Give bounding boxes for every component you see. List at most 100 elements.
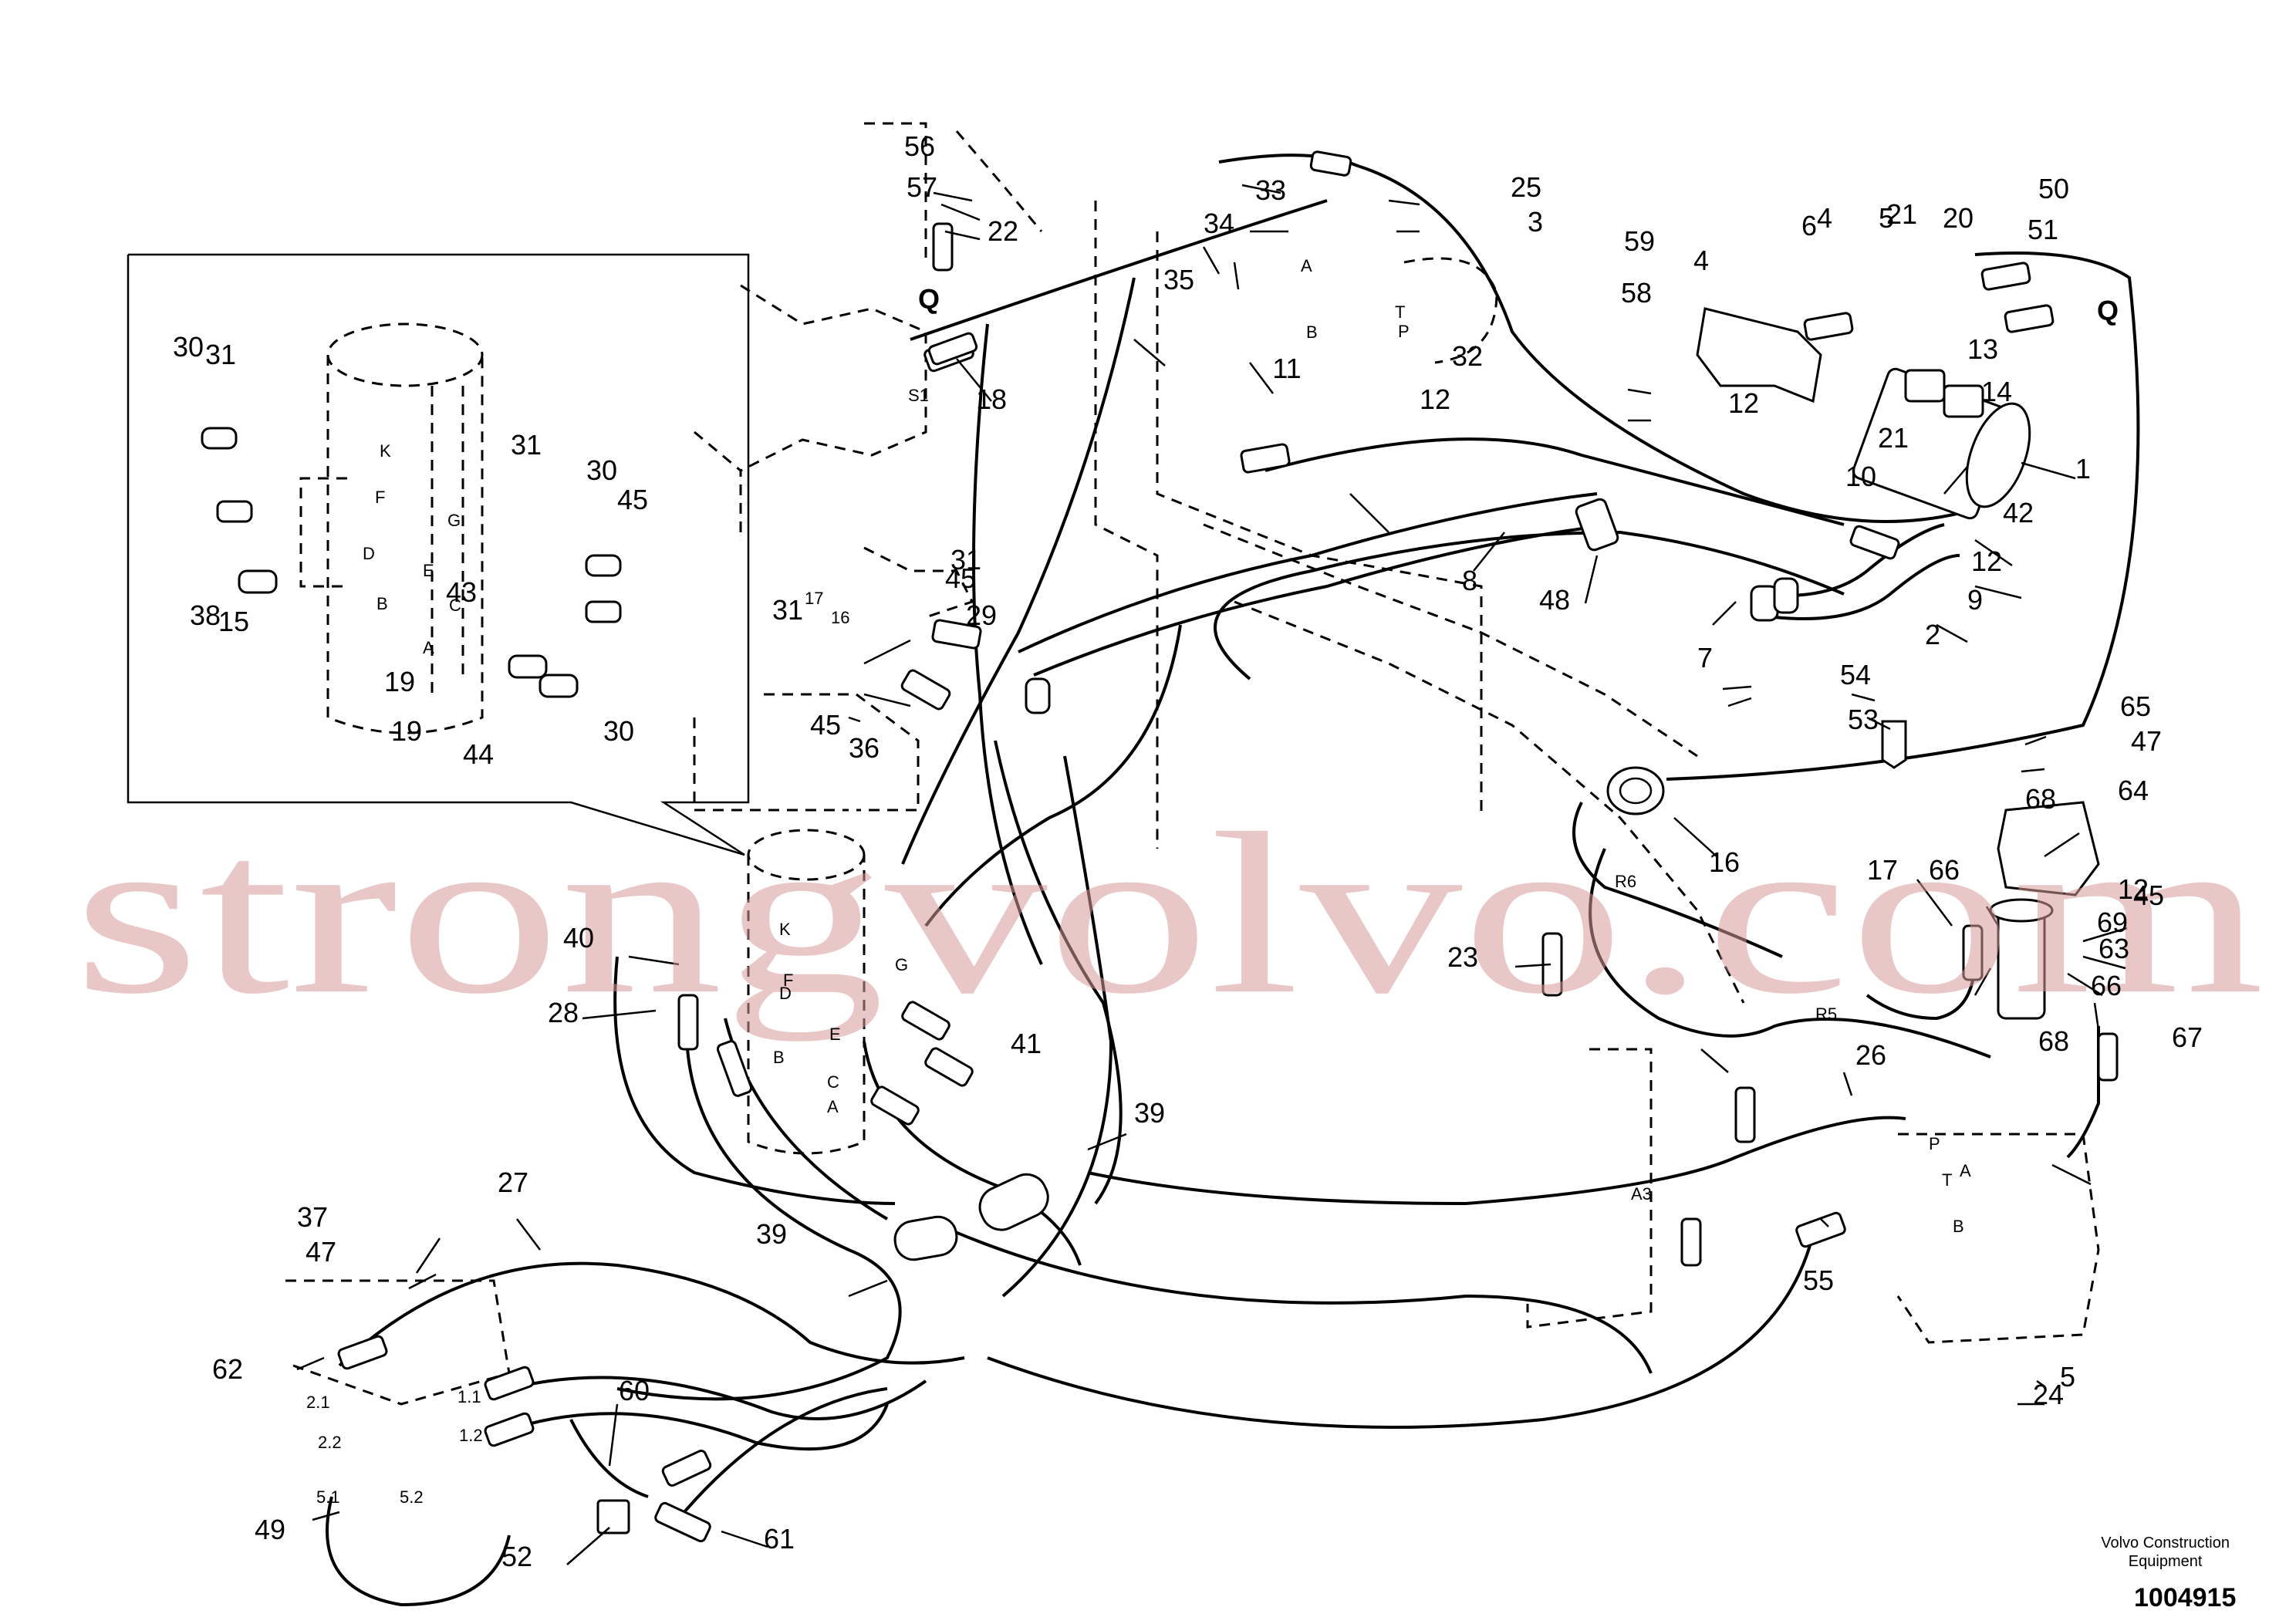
callout-50: 50 [2038, 173, 2069, 204]
callout-53: 53 [1848, 704, 1879, 735]
company-line-2: Equipment [2128, 1553, 2203, 1570]
callout-45: 45 [617, 484, 648, 515]
port-label-D: D [779, 984, 792, 1003]
callout-33: 33 [1255, 174, 1286, 206]
callout-65: 65 [2120, 690, 2151, 722]
port-label-A: A [423, 638, 434, 657]
callout-15: 15 [218, 606, 249, 637]
callout-4: 4 [1817, 202, 1832, 234]
callout-52: 52 [501, 1541, 532, 1572]
port-label-G: G [447, 511, 461, 530]
callout-39: 39 [756, 1218, 787, 1250]
hose-end-label-Q: Q [918, 283, 940, 315]
port-label-1-2: 1.2 [459, 1426, 483, 1445]
port-label-A: A [827, 1097, 839, 1116]
callout-48: 48 [1539, 584, 1570, 616]
callout-63: 63 [2098, 933, 2129, 964]
callout-45: 45 [810, 709, 841, 741]
port-label-P: P [1398, 322, 1410, 341]
callout-7: 7 [1697, 642, 1713, 674]
callout-2: 2 [1925, 619, 1940, 650]
port-label-16: 16 [831, 608, 849, 627]
port-label-T: T [1942, 1170, 1952, 1190]
callout-68: 68 [2038, 1025, 2069, 1057]
callout-55: 55 [1803, 1264, 1834, 1296]
callout-10: 10 [1845, 461, 1876, 492]
callout-21: 21 [1886, 198, 1917, 230]
callout-3: 3 [1528, 206, 1543, 238]
callout-47: 47 [306, 1236, 336, 1268]
port-label-2-1: 2.1 [306, 1393, 330, 1412]
callout-22: 22 [988, 215, 1018, 247]
port-label-A3: A3 [1631, 1184, 1652, 1204]
callout-14: 14 [1981, 376, 2012, 407]
callout-17: 17 [1867, 854, 1898, 886]
port-label-B: B [773, 1048, 785, 1067]
callout-12: 12 [1420, 383, 1450, 415]
port-label-D: D [363, 544, 375, 563]
callout-54: 54 [1840, 659, 1871, 690]
callout-58: 58 [1621, 277, 1652, 309]
callout-31: 31 [511, 429, 542, 461]
port-label-F: F [375, 488, 385, 507]
port-label-B: B [1953, 1217, 1964, 1236]
document-number: 1004915 [2134, 1583, 2237, 1612]
company-line-1: Volvo Construction [2101, 1535, 2230, 1551]
port-label-R5: R5 [1815, 1004, 1837, 1024]
callout-31: 31 [205, 339, 236, 370]
callout-45: 45 [2133, 880, 2164, 911]
port-label-A: A [1960, 1161, 1971, 1180]
callout-12: 12 [1971, 545, 2002, 577]
callout-20: 20 [1943, 202, 1974, 234]
callout-38: 38 [190, 599, 221, 631]
callout-61: 61 [764, 1523, 795, 1555]
components [201, 150, 2119, 1543]
port-label-K: K [380, 441, 391, 461]
port-label-P: P [1929, 1134, 1940, 1153]
callout-25: 25 [1511, 171, 1541, 203]
callout-57: 57 [907, 171, 937, 203]
callout-49: 49 [255, 1514, 285, 1545]
callout-45: 45 [945, 562, 976, 594]
callout-13: 13 [1967, 333, 1998, 365]
port-label-2-2: 2.2 [318, 1433, 342, 1452]
port-label-C: C [827, 1072, 839, 1092]
callout-5: 5 [2060, 1361, 2075, 1393]
callout-16: 16 [1709, 846, 1740, 878]
callout-68: 68 [2025, 783, 2056, 815]
callout-66: 66 [2091, 970, 2122, 1001]
callout-27: 27 [498, 1167, 528, 1198]
callout-44: 44 [463, 738, 494, 770]
leader-lines [296, 184, 2128, 1565]
callout-69: 69 [2097, 907, 2128, 938]
callout-51: 51 [2028, 214, 2058, 245]
callout-11: 11 [1272, 353, 1301, 384]
callout-34: 34 [1204, 208, 1234, 239]
callout-1: 1 [2075, 453, 2091, 484]
callout-62: 62 [212, 1353, 243, 1385]
port-label-5-2: 5.2 [400, 1487, 424, 1507]
callout-30: 30 [586, 454, 617, 486]
callout-37: 37 [297, 1201, 328, 1233]
callout-6: 6 [1801, 210, 1817, 241]
callout-28: 28 [548, 997, 579, 1028]
callout-35: 35 [1163, 264, 1194, 295]
hose-end-label-Q: Q [2097, 295, 2119, 326]
company-name: Volvo Construction Equipment [2101, 1534, 2230, 1571]
callout-67: 67 [2172, 1021, 2203, 1053]
callout-12: 12 [2118, 873, 2149, 905]
callout-36: 36 [849, 732, 880, 764]
callout-19: 19 [391, 715, 422, 747]
callout-26: 26 [1855, 1039, 1886, 1071]
callout-40: 40 [563, 922, 594, 954]
callout-60: 60 [619, 1375, 650, 1406]
callout-4: 4 [1693, 245, 1709, 276]
port-label-5-1: 5.1 [316, 1487, 340, 1507]
port-label-K: K [779, 920, 791, 939]
callout-31: 31 [772, 594, 803, 626]
detail-inset [127, 253, 750, 856]
